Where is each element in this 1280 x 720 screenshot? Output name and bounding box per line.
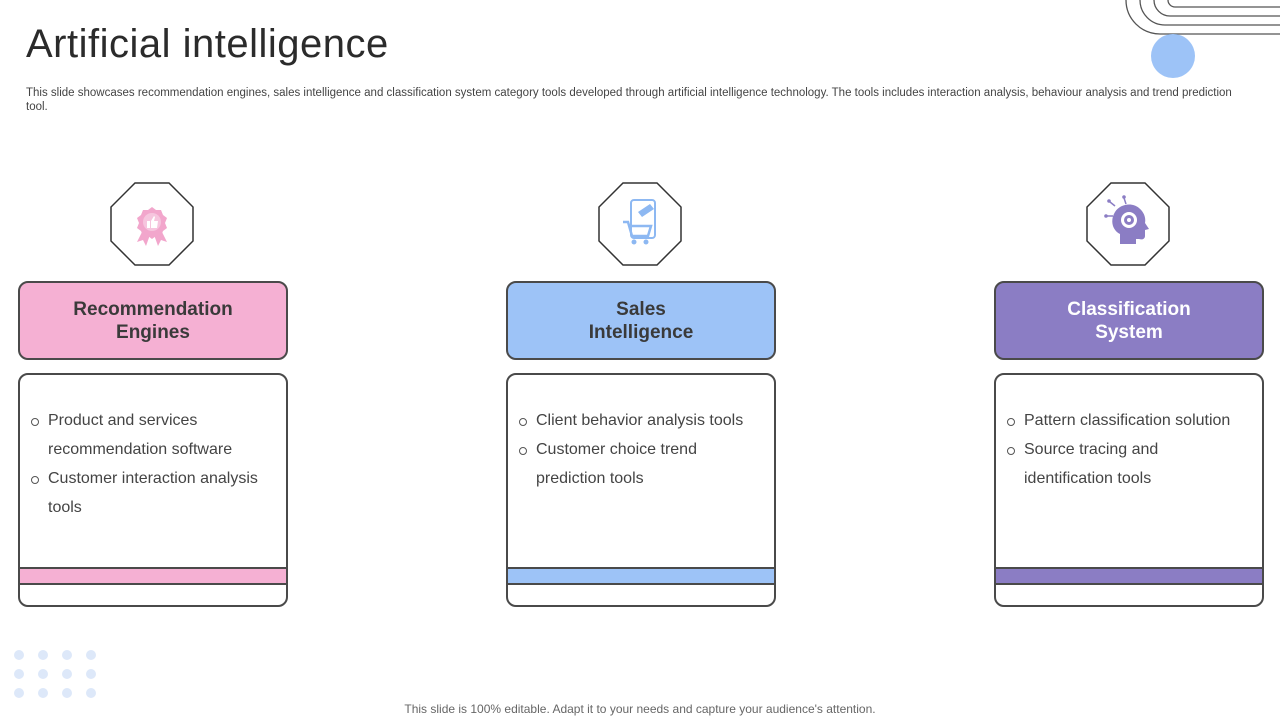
page-subtitle: This slide showcases recommendation engi… <box>26 87 1232 113</box>
footer-note: This slide is 100% editable. Adapt it to… <box>404 702 876 716</box>
color-band <box>20 567 286 585</box>
list-item: Customer interaction analysis tools <box>30 464 274 522</box>
color-band <box>508 567 774 585</box>
bullet-list: Pattern classification solution Source t… <box>996 375 1262 493</box>
card-heading-line1: Classification <box>1067 298 1191 320</box>
color-band <box>996 567 1262 585</box>
octagon-frame <box>110 182 194 266</box>
card-heading-line2: System <box>1095 321 1163 343</box>
award-ribbon-icon <box>137 207 167 246</box>
card-heading-line2: Intelligence <box>588 321 694 343</box>
list-item: Pattern classification solution <box>1006 406 1250 435</box>
card-body: Product and services recommendation soft… <box>18 373 288 607</box>
bullet-list: Product and services recommendation soft… <box>20 375 286 522</box>
list-item: Client behavior analysis tools <box>518 406 762 435</box>
mobile-shopping-cart-icon <box>623 199 656 245</box>
decorative-arcs <box>1125 0 1280 78</box>
card-body: Pattern classification solution Source t… <box>994 373 1264 607</box>
octagon-frame <box>1086 182 1170 266</box>
head-gear-icon <box>1104 195 1149 244</box>
list-item: Customer choice trend prediction tools <box>518 435 762 493</box>
card-heading-line1: Recommendation <box>73 298 233 320</box>
card-heading-line1: Sales <box>616 298 666 320</box>
card-body: Client behavior analysis tools Customer … <box>506 373 776 607</box>
list-item: Source tracing and identification tools <box>1006 435 1250 493</box>
page-title: Artificial intelligence <box>26 22 389 66</box>
card-header: Sales Intelligence <box>506 281 776 360</box>
decorative-circle <box>1151 34 1195 78</box>
octagon-frame <box>598 182 682 266</box>
list-item: Product and services recommendation soft… <box>30 406 274 464</box>
card-header: Recommendation Engines <box>18 281 288 360</box>
card-header: Classification System <box>994 281 1264 360</box>
bullet-list: Client behavior analysis tools Customer … <box>508 375 774 493</box>
decorative-dot-grid <box>14 650 98 698</box>
card-heading-line2: Engines <box>116 321 190 343</box>
